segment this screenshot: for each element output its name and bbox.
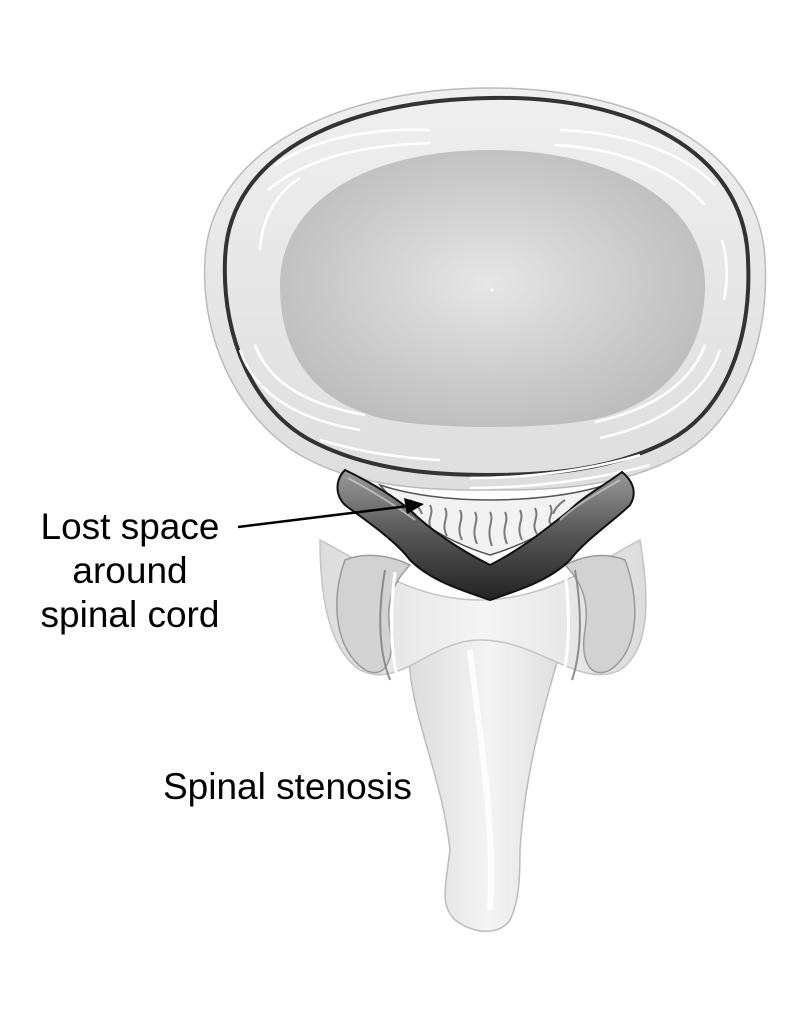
- spinous-process: [407, 619, 572, 932]
- lost-space-label-line-3: spinal cord: [40, 594, 220, 635]
- vertebral-body: [203, 87, 767, 491]
- lamina: [319, 538, 647, 676]
- arrow-icon: [237, 498, 424, 529]
- thickened-ligament: [336, 468, 635, 602]
- lost-space-label-line-1: Lost space: [40, 506, 220, 547]
- spinal-stenosis-caption: Spinal stenosis: [163, 766, 412, 807]
- right-facet-joint: [560, 554, 636, 681]
- lost-space-label: Lost space around spinal cord: [20, 505, 240, 637]
- left-facet-joint: [336, 554, 412, 681]
- lost-space-label-line-2: around: [72, 550, 188, 591]
